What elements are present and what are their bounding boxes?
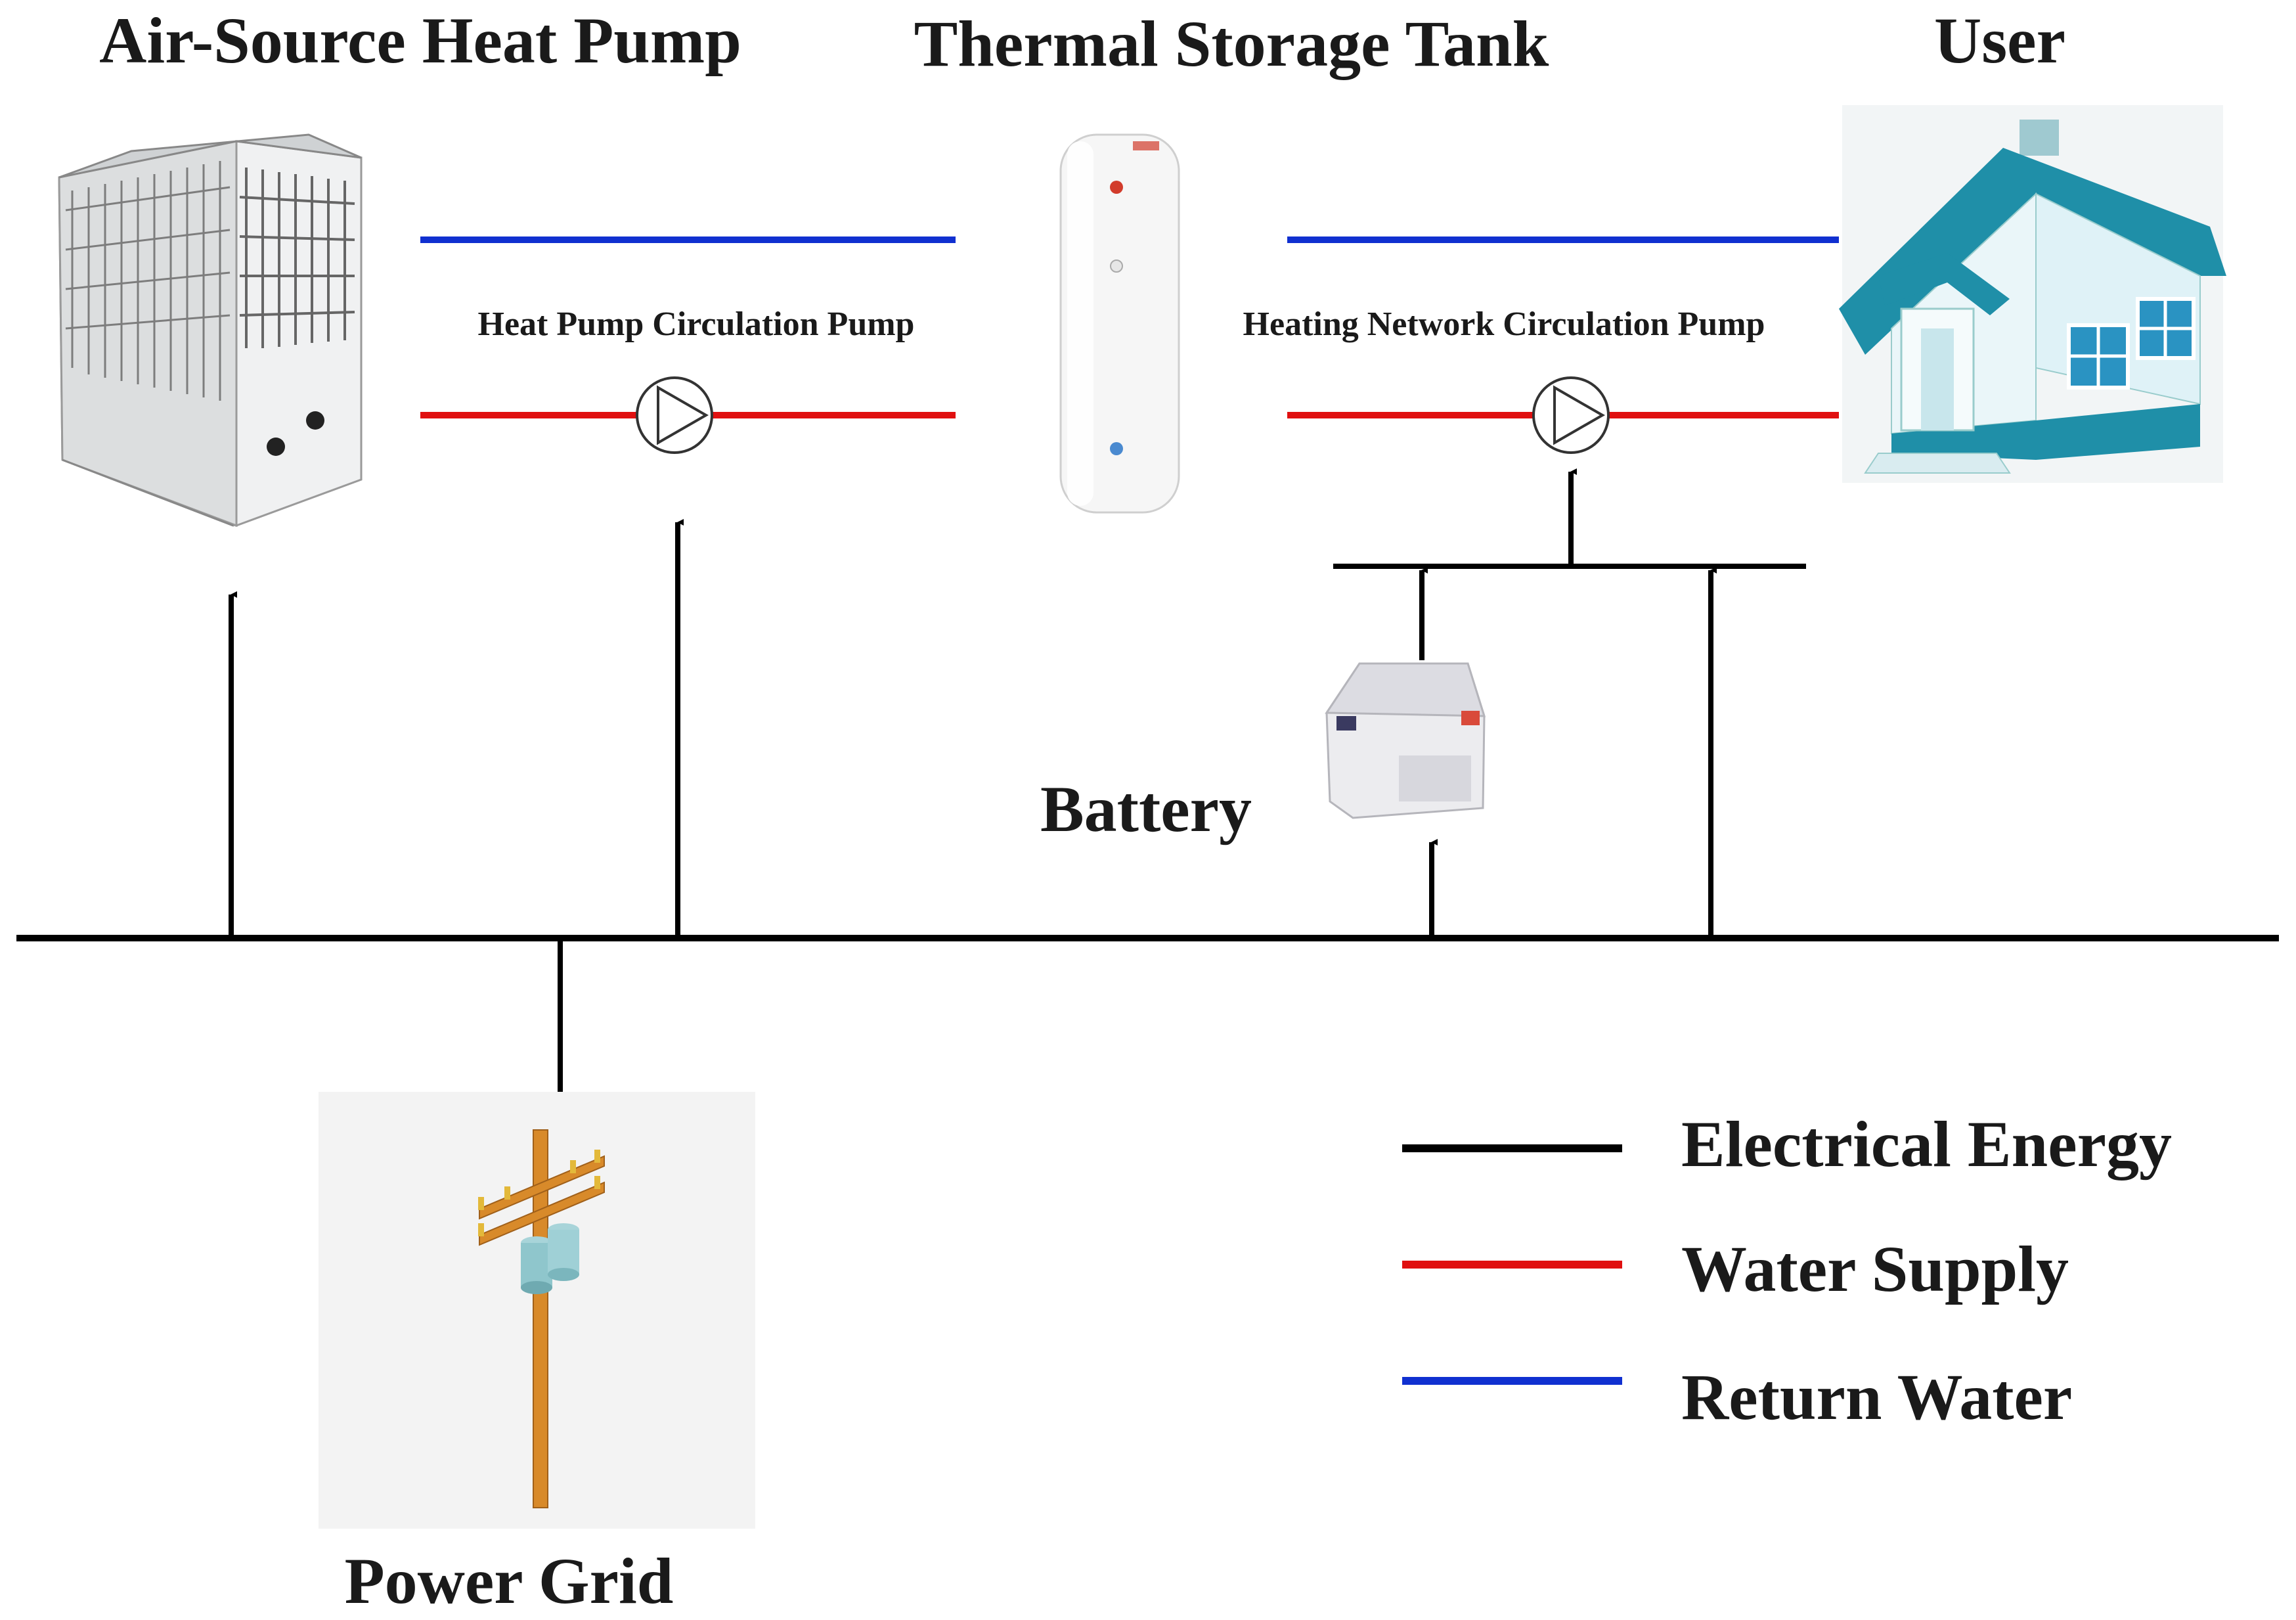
heat-pump-circulation-pump-icon [636, 376, 713, 454]
heat-pump-title: Air-Source Heat Pump [99, 4, 741, 77]
heating-network-circulation-pump-icon [1532, 376, 1610, 454]
storage-tank-title: Thermal Storage Tank [914, 7, 1549, 80]
house-icon [1839, 105, 2226, 483]
heat-pump-circulation-pump-label: Heat Pump Circulation Pump [478, 305, 915, 343]
legend-label-water-supply: Water Supply [1681, 1232, 2069, 1305]
legend: Electrical Energy Water Supply Return Wa… [1402, 1108, 2172, 1433]
utility-pole-icon [319, 1092, 755, 1529]
water-tank-icon [1059, 133, 1180, 514]
heating-network-circulation-pump-label: Heating Network Circulation Pump [1243, 305, 1765, 343]
battery-icon [1325, 662, 1486, 819]
power-grid-label: Power Grid [345, 1544, 674, 1617]
battery-label: Battery [1040, 773, 1252, 845]
user-title: User [1934, 4, 2065, 77]
legend-label-electrical-energy: Electrical Energy [1681, 1108, 2172, 1181]
legend-label-return-water: Return Water [1681, 1361, 2072, 1433]
heat-pump-unit-icon [58, 133, 363, 528]
